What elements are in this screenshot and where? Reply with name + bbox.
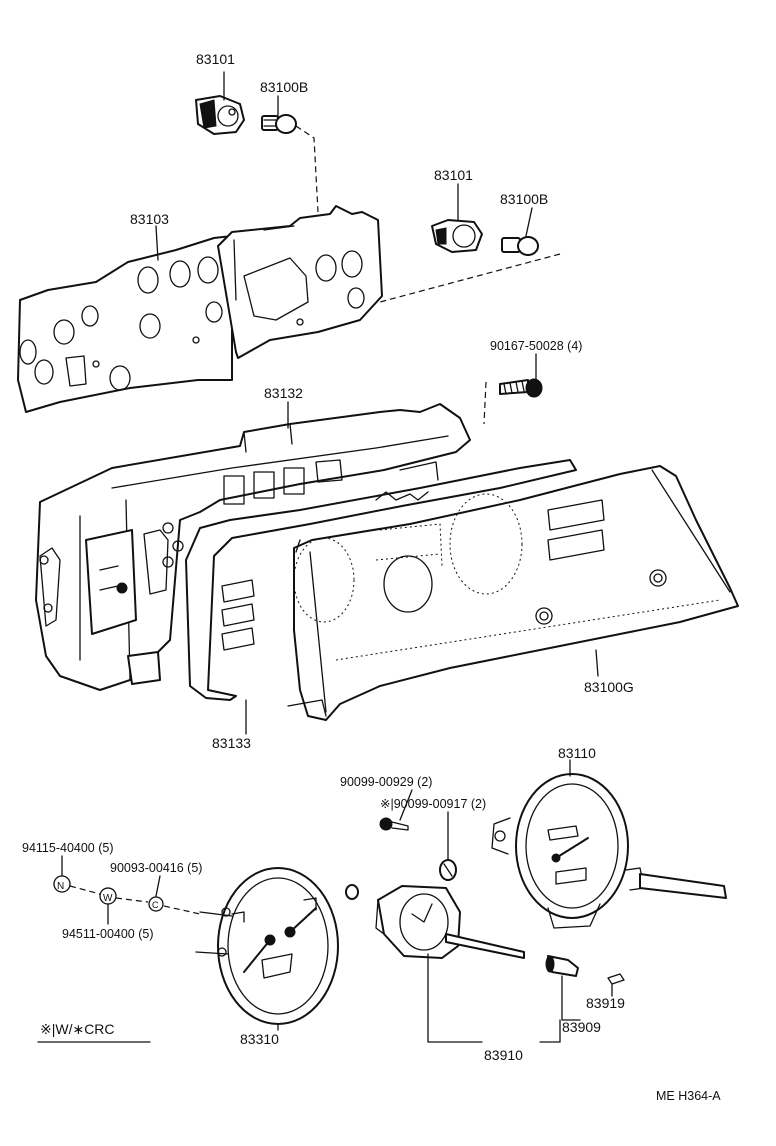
label-83133: 83133 [212,735,251,751]
label-83910: 83910 [484,1047,523,1063]
printed-circuit-83103 [17,205,383,413]
screw-90099-00929 [379,817,409,831]
leader-83910 [427,953,561,1043]
screw-90099-00917 [439,859,457,881]
label-83101-mid: 83101 [434,167,473,183]
label-83110: 83110 [558,745,596,761]
meter-glass-83100g [287,465,739,721]
bulb-83909 [545,955,579,977]
label-90099-00917: ※|90099-00917 (2) [380,797,486,811]
reference-code: ME H364-A [656,1089,721,1103]
dash-line-fasteners [69,885,201,915]
label-83132: 83132 [264,385,303,401]
leader-83103 [155,225,159,261]
label-83100g: 83100G [584,679,634,695]
label-83909: 83909 [562,1019,601,1035]
label-83100b-top: 83100B [260,79,308,95]
leader-83100b-mid [525,207,533,237]
tachometer-83110 [491,773,727,929]
screw-90167 [499,378,543,398]
legend-note: ※|W/∗CRC [40,1021,115,1037]
bulb-83100b-mid [501,236,539,256]
clip-90093 [148,896,164,912]
bulb-socket-83101-top [195,95,245,135]
clip-letter: C [152,900,159,910]
label-94115: 94115-40400 (5) [22,841,114,855]
leader-83909 [561,975,581,1021]
label-83103: 83103 [130,211,169,227]
label-83919: 83919 [586,995,625,1011]
label-83100b-mid: 83100B [500,191,548,207]
washer-letter: W [103,893,113,904]
label-83101-top: 83101 [196,51,235,67]
label-94511: 94511-00400 (5) [62,927,154,941]
nut-letter: N [57,881,64,892]
bulb-83919 [607,973,625,985]
dash-line-top [295,125,319,213]
screw-small [345,884,359,900]
label-90167: 90167-50028 (4) [490,339,582,353]
bulb-socket-83101-mid [431,219,483,253]
dash-line-screw [483,381,487,425]
dash-line-mid [379,253,561,303]
label-90093: 90093-00416 (5) [110,861,202,875]
bulb-83100b-top [261,114,297,134]
leader-90093 [155,875,161,897]
clock-83910 [375,885,525,959]
label-90099-00929: 90099-00929 (2) [340,775,432,789]
fuel-temp-gauge-83310 [195,867,339,1025]
meter-case-83132 [35,403,471,691]
leader-83100g [595,649,599,677]
meter-plate-83133 [185,459,577,701]
label-83310: 83310 [240,1031,279,1047]
leader-90099-929 [399,789,413,821]
